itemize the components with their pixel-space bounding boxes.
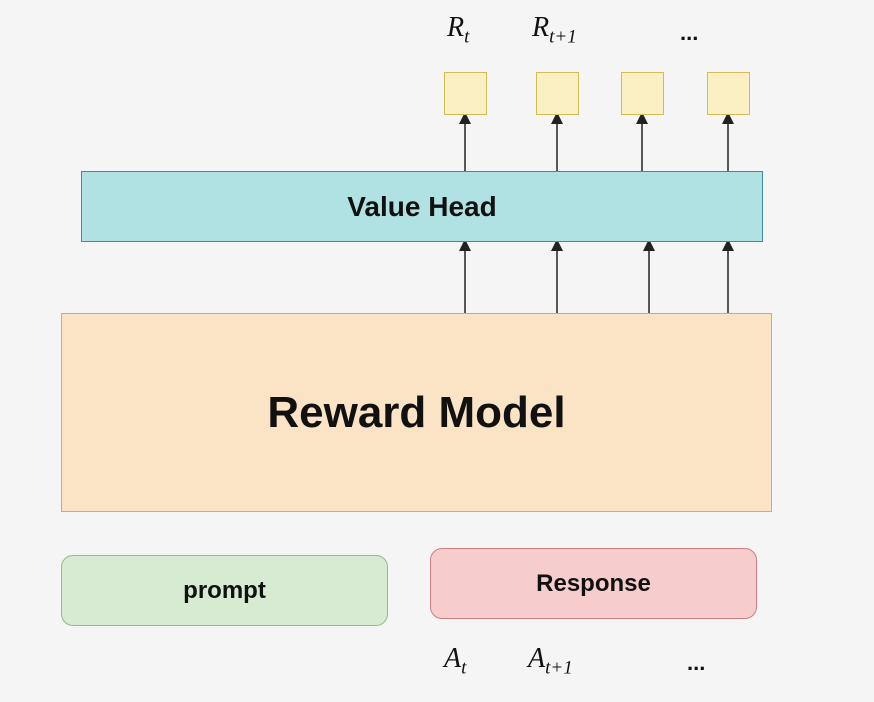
response-block: Response [430,548,757,619]
input-label-a-t: At [444,643,467,679]
response-label: Response [536,569,651,597]
output-box-4 [707,72,750,115]
output-box-3 [621,72,664,115]
output-label-r-t: Rt [447,12,470,48]
output-box-2 [536,72,579,115]
value-head-block: Value Head [81,171,763,242]
output-ellipsis: ... [680,20,699,45]
input-label-a-t1: At+1 [528,643,573,679]
output-label-r-t1: Rt+1 [532,12,577,48]
input-ellipsis: ... [687,650,706,675]
prompt-label: prompt [183,576,266,604]
reward-model-label: Reward Model [267,387,566,437]
value-head-label: Value Head [347,190,497,222]
output-box-1 [444,72,487,115]
prompt-block: prompt [61,555,388,626]
reward-model-block: Reward Model [61,313,772,512]
